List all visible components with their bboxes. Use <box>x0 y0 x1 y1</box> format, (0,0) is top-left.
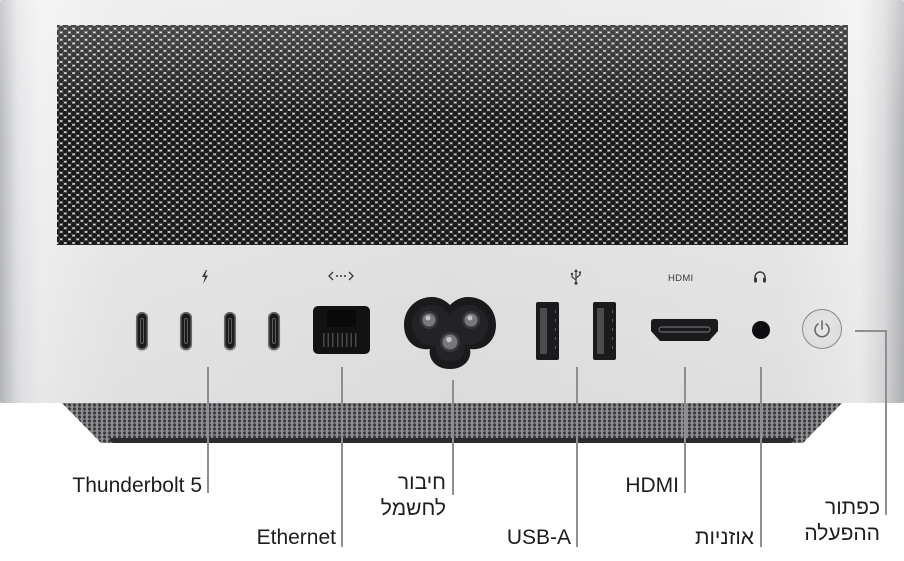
callout-power-inlet-line1: חיבור <box>397 471 446 494</box>
thunderbolt-port-4 <box>268 312 280 350</box>
hdmi-label: HDMI <box>668 273 694 284</box>
hdmi-port <box>651 319 718 342</box>
callout-ethernet: Ethernet <box>256 526 336 549</box>
thunderbolt-icon <box>200 270 210 287</box>
callout-hdmi: HDMI <box>625 474 679 497</box>
callout-power-button-line2: ההפעלה <box>804 522 880 545</box>
headphone-jack <box>752 321 770 339</box>
callout-thunderbolt: Thunderbolt 5 <box>72 474 202 497</box>
leader-line-headphones <box>760 367 762 547</box>
callout-power-inlet-line2: לחשמל <box>380 497 446 520</box>
leader-line-usb-a <box>576 367 578 547</box>
callout-power-button-line1: כפתור <box>824 496 880 519</box>
callout-headphones: אוזניות <box>694 526 754 549</box>
usb-icon <box>570 269 582 288</box>
leader-line-thunderbolt <box>207 367 209 493</box>
leader-line-power-inlet <box>452 380 454 495</box>
callout-power-button: כפתור ההפעלה <box>804 495 880 547</box>
leader-line-hdmi <box>684 367 686 493</box>
leader-line-power-button-horizontal <box>855 330 887 332</box>
thunderbolt-port-3 <box>224 312 236 350</box>
usb-a-port-2 <box>593 302 616 360</box>
thunderbolt-port-2 <box>180 312 192 350</box>
leader-line-power-button <box>885 330 887 515</box>
power-inlet <box>402 291 498 373</box>
mac-studio-rear-panel: HDMI <box>0 0 904 403</box>
ethernet-port <box>313 306 370 354</box>
thunderbolt-port-1 <box>136 312 148 350</box>
power-icon <box>814 320 830 338</box>
ethernet-icon <box>328 270 354 285</box>
leader-line-ethernet <box>341 367 343 547</box>
power-button[interactable] <box>802 309 842 349</box>
usb-a-port-1 <box>536 302 559 360</box>
callout-usb-a: USB-A <box>506 526 571 549</box>
headphones-icon <box>753 270 767 286</box>
callout-power-inlet: חיבור לחשמל <box>381 470 446 522</box>
ventilation-grille-offset-rows <box>57 25 848 245</box>
